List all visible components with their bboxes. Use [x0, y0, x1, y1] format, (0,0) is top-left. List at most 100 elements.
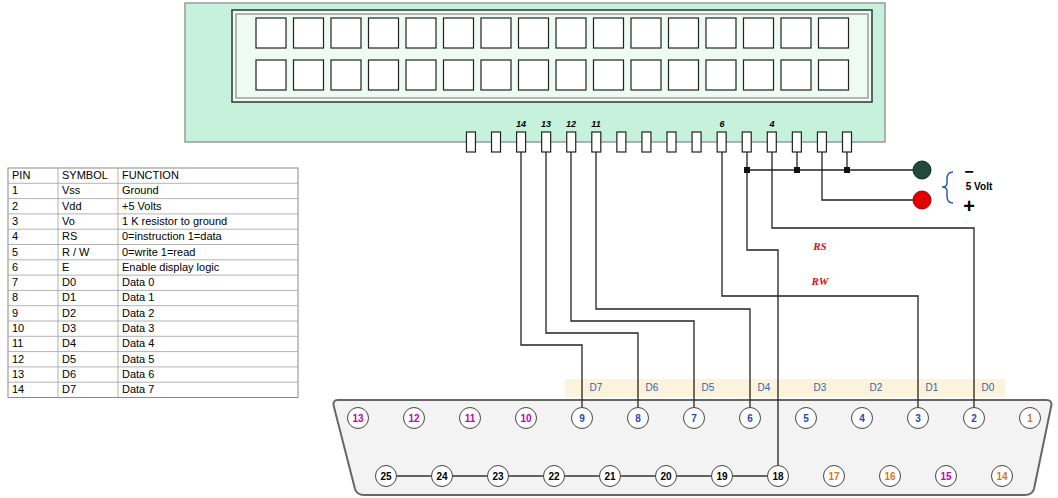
pin-number: 2	[971, 413, 977, 424]
supply-wire	[822, 152, 913, 200]
signal-name: RS	[813, 241, 826, 252]
pin-number: 11	[591, 120, 600, 129]
character-cell	[781, 60, 811, 90]
table-rule	[8, 183, 298, 184]
table-rule	[8, 366, 298, 367]
table-cell: Enable display logic	[122, 260, 219, 275]
lcd-pin	[617, 132, 626, 152]
table-cell: PIN	[12, 168, 30, 183]
wires	[521, 152, 974, 465]
table-cell: 8	[12, 290, 18, 305]
connector-pin: 16	[879, 465, 901, 487]
table-rule	[118, 168, 119, 398]
connector-pin: 15	[935, 465, 957, 487]
table-cell: Data 2	[122, 306, 154, 321]
lcd-pin	[592, 132, 601, 152]
table-cell: 3	[12, 214, 18, 229]
table-rule	[8, 351, 298, 352]
table-rule	[8, 290, 298, 291]
data-bit-name: D6	[646, 383, 659, 393]
data-bit-band	[565, 379, 1005, 397]
table-rule	[8, 229, 298, 230]
character-cell	[444, 60, 474, 90]
table-frame	[8, 168, 298, 398]
shell-link-wire	[565, 475, 599, 477]
pin-number: 13	[541, 120, 551, 129]
connector-pin: 3	[907, 407, 929, 429]
lcd-board	[185, 3, 885, 142]
table-cell: Data 0	[122, 275, 154, 290]
pin-number: 22	[548, 471, 559, 482]
data-bit-name: D7	[590, 383, 603, 393]
table-cell: 13	[12, 367, 24, 382]
connector-pin: 25	[375, 465, 397, 487]
lcd-pin	[667, 132, 676, 152]
table-rule	[8, 305, 298, 306]
table-cell: 12	[12, 352, 24, 367]
connector-pin: 11	[459, 407, 481, 429]
lcd-pin	[466, 132, 475, 152]
connector-pin: 20	[655, 465, 677, 487]
connector-pin: 17	[823, 465, 845, 487]
table-cell: D3	[62, 321, 76, 336]
table-cell: Vss	[62, 183, 80, 198]
character-cell	[556, 18, 586, 48]
table-cell: 10	[12, 321, 24, 336]
table-rule	[8, 259, 298, 260]
table-cell: 0=write 1=read	[122, 245, 195, 260]
table-cell: 14	[12, 382, 24, 397]
shell-link-wire	[733, 475, 767, 477]
table-cell: D7	[62, 382, 76, 397]
character-cell	[294, 18, 324, 48]
junction-dot	[794, 167, 800, 173]
table-cell: RS	[62, 229, 77, 244]
pin-number: 24	[436, 471, 447, 482]
character-cell	[256, 18, 286, 48]
connector-pin: 4	[851, 407, 873, 429]
lcd-pin	[817, 132, 826, 152]
table-rule	[8, 321, 298, 322]
character-cell	[331, 60, 361, 90]
lcd-screen-inner	[236, 14, 868, 98]
table-cell: D6	[62, 367, 76, 382]
character-cell	[519, 60, 549, 90]
lcd-pin	[843, 132, 852, 152]
pin-number: 25	[380, 471, 391, 482]
character-cell	[594, 60, 624, 90]
character-cell	[369, 60, 399, 90]
lcd-pin	[792, 132, 801, 152]
table-cell: Data 6	[122, 367, 154, 382]
wire	[747, 152, 778, 465]
pin-number: 6	[719, 120, 724, 129]
pin-number: 4	[769, 120, 774, 129]
signal-name: RW	[812, 276, 829, 287]
data-bit-name: D3	[814, 383, 827, 393]
pin-number: 11	[465, 413, 476, 424]
lcd-pin	[717, 132, 726, 152]
pin-number: 12	[566, 120, 576, 129]
character-cell	[819, 18, 849, 48]
table-cell: D4	[62, 336, 76, 351]
character-cell	[256, 60, 286, 90]
table-cell: Data 1	[122, 290, 154, 305]
table-cell: 1 K resistor to ground	[122, 214, 227, 229]
connector-pin: 24	[431, 465, 453, 487]
ground-wire	[747, 169, 913, 170]
data-bit-name: D1	[926, 383, 939, 393]
lcd-pin	[692, 132, 701, 152]
table-cell: 6	[12, 260, 18, 275]
pin-number: 3	[915, 413, 921, 424]
table-cell: D2	[62, 306, 76, 321]
connector-pin: 8	[627, 407, 649, 429]
connector-pin: 13	[347, 407, 369, 429]
table-rule	[8, 198, 298, 199]
db25-shell	[334, 400, 1052, 495]
character-cell	[519, 18, 549, 48]
table-cell: Vo	[62, 214, 75, 229]
character-cell	[744, 18, 774, 48]
pin-number: 17	[828, 471, 839, 482]
pin-number: 21	[604, 471, 615, 482]
table-rule	[8, 336, 298, 337]
data-bit-name: D0	[982, 383, 995, 393]
lcd-pins	[466, 132, 851, 152]
